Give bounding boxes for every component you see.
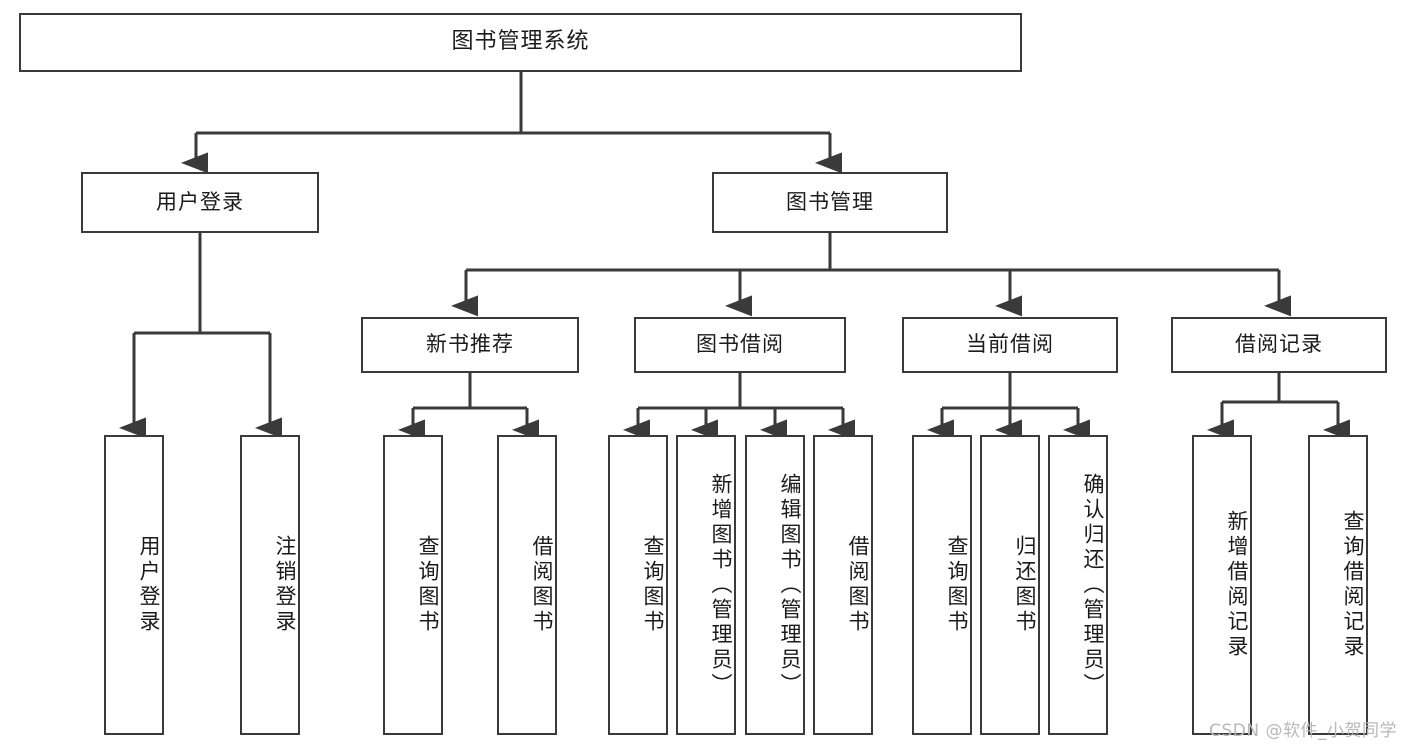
leaf-record-add[interactable]: 新增借阅记录 — [1192, 435, 1252, 735]
leaf-label: 借阅图书 — [846, 535, 870, 635]
leaf-current-return-book[interactable]: 归还图书 — [980, 435, 1040, 735]
leaf-new-book-query[interactable]: 查询图书 — [383, 435, 443, 735]
node-book-borrow[interactable]: 图书借阅 — [634, 317, 846, 373]
leaf-user-login-signout[interactable]: 注销登录 — [240, 435, 300, 735]
leaf-label: 借阅图书 — [530, 535, 554, 635]
leaf-label: 查询借阅记录 — [1341, 510, 1365, 660]
node-root-system[interactable]: 图书管理系统 — [19, 13, 1022, 72]
leaf-label: 查询图书 — [945, 535, 969, 635]
leaf-new-book-borrow[interactable]: 借阅图书 — [497, 435, 557, 735]
csdn-watermark: CSDN @软件_小贺同学 — [1209, 721, 1397, 741]
leaf-borrow-query-book[interactable]: 查询图书 — [608, 435, 668, 735]
node-book-management[interactable]: 图书管理 — [712, 172, 948, 233]
leaf-user-login-signin[interactable]: 用户登录 — [104, 435, 164, 735]
leaf-label: 编辑图书（管理员） — [778, 472, 802, 698]
node-borrow-record[interactable]: 借阅记录 — [1171, 317, 1387, 373]
leaf-label: 新增借阅记录 — [1225, 510, 1249, 660]
leaf-label: 查询图书 — [416, 535, 440, 635]
leaf-label: 查询图书 — [641, 535, 665, 635]
leaf-current-query-book[interactable]: 查询图书 — [912, 435, 972, 735]
node-user-login[interactable]: 用户登录 — [81, 172, 319, 233]
leaf-label: 确认归还（管理员） — [1081, 472, 1105, 698]
leaf-borrow-add-book[interactable]: 新增图书（管理员） — [676, 435, 736, 735]
node-current-borrow[interactable]: 当前借阅 — [902, 317, 1118, 373]
leaf-label: 归还图书 — [1013, 535, 1037, 635]
leaf-borrow-edit-book[interactable]: 编辑图书（管理员） — [745, 435, 805, 735]
leaf-record-query[interactable]: 查询借阅记录 — [1308, 435, 1368, 735]
leaf-label: 用户登录 — [137, 535, 161, 635]
leaf-borrow-borrow-book[interactable]: 借阅图书 — [813, 435, 873, 735]
node-new-book-recommend[interactable]: 新书推荐 — [361, 317, 579, 373]
leaf-label: 注销登录 — [273, 535, 297, 635]
leaf-label: 新增图书（管理员） — [709, 472, 733, 698]
leaf-current-confirm-return[interactable]: 确认归还（管理员） — [1048, 435, 1108, 735]
